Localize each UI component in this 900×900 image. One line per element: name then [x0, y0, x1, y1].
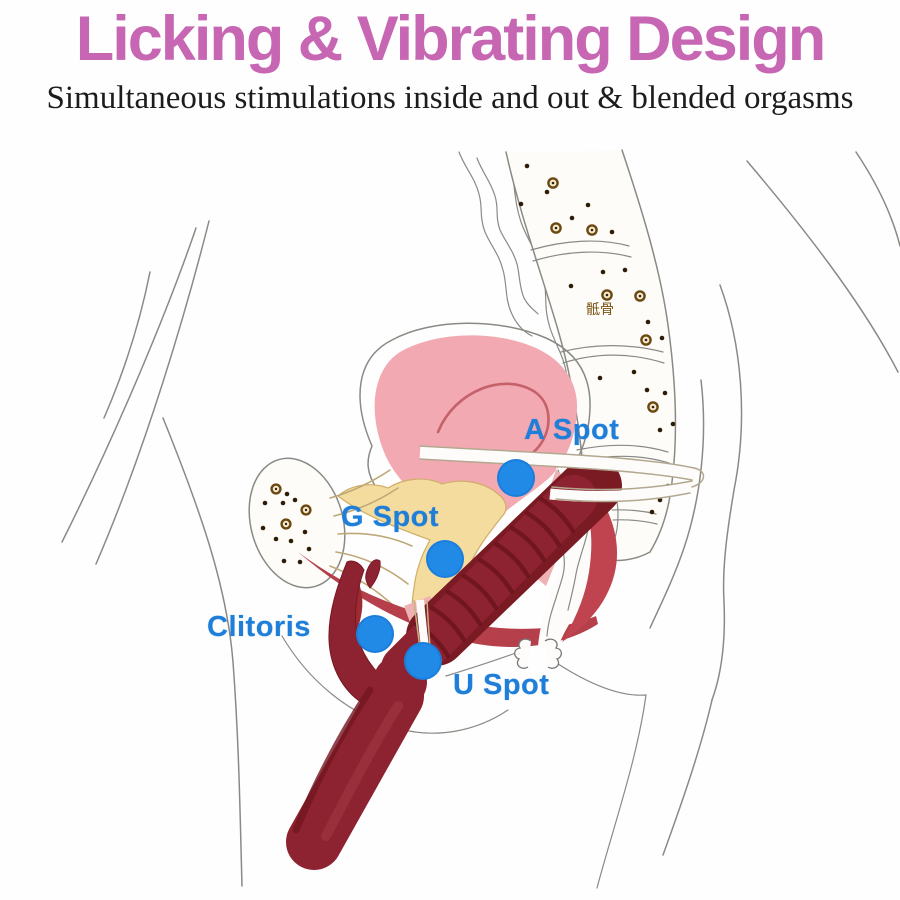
round-ligament-band — [419, 445, 705, 503]
rectum-muscle-crescent — [562, 501, 618, 642]
page-subtitle: Simultaneous stimulations inside and out… — [46, 80, 854, 116]
a-spot-marker — [497, 459, 535, 497]
pubic-bone — [248, 457, 346, 589]
g-spot-label: G Spot — [341, 501, 440, 533]
vibrator-shaft — [381, 475, 597, 691]
sacrum-caption: 骶骨 — [586, 301, 614, 317]
a-spot-label: A Spot — [524, 414, 620, 446]
sacrum-bone-dots — [518, 163, 676, 515]
clitoris-marker — [356, 615, 394, 653]
abdomen-outline — [61, 220, 243, 887]
u-spot-label: U Spot — [453, 669, 550, 701]
anus — [513, 638, 563, 669]
g-spot-marker — [426, 540, 464, 578]
u-spot-marker — [404, 642, 442, 680]
page-title: Licking & Vibrating Design — [75, 4, 826, 74]
clitoris-label: Clitoris — [207, 611, 311, 643]
back-outline — [649, 151, 900, 856]
vibrator-handle — [286, 655, 427, 870]
pubic-bone-dots — [260, 483, 312, 565]
